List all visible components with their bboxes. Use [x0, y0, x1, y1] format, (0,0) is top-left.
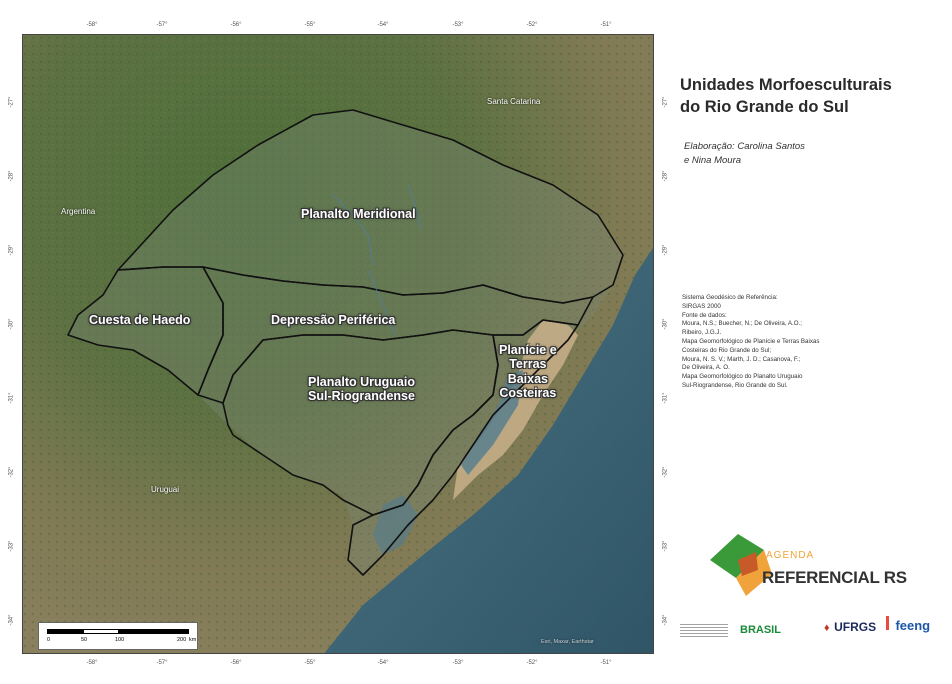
scale-segment: [47, 629, 83, 634]
tick-bottom: -58°: [86, 660, 98, 666]
credit-line: Mapa Geomorfológico de Planície e Terras…: [682, 337, 820, 345]
place-label-argentina: Argentina: [61, 207, 96, 216]
tick-top: -56°: [230, 22, 242, 28]
place-label-uruguai: Uruguai: [151, 485, 180, 494]
map-author: Elaboração: Carolina Santos e Nina Moura: [684, 140, 944, 168]
region-label-line: Planalto Uruguaio: [308, 375, 415, 389]
agenda-referencial-logo: AGENDA REFERENCIAL RS: [708, 530, 938, 602]
credit-line: Costeiras do Rio Grande do Sul;: [682, 346, 772, 354]
tick-right: -33°: [662, 540, 669, 552]
map-canvas[interactable]: [23, 35, 654, 654]
agenda-logo-mark: [710, 534, 772, 596]
map-title-line2: do Rio Grande do Sul: [680, 98, 849, 117]
tick-top: -54°: [377, 22, 389, 28]
lagoa-dos-patos: [461, 370, 523, 475]
tick-left: -29°: [8, 244, 15, 256]
region-label-line: Terras: [509, 357, 547, 372]
basemap-credit: Esri, Maxar, Earthstar: [541, 639, 594, 645]
credit-line: Ribeiro, J.G.J.: [682, 329, 722, 337]
tick-top: -55°: [304, 22, 316, 28]
tick-right: -34°: [662, 614, 669, 626]
tick-right: -30°: [662, 318, 669, 330]
tick-left: -32°: [8, 466, 15, 478]
tick-bottom: -51°: [600, 660, 612, 666]
region-label-planalto-meridional: Planalto Meridional: [301, 207, 416, 221]
map-title: Unidades Morfoesculturais do Rio Grande …: [680, 74, 950, 119]
map-credits: Sistema Geodésico de Referência: SIRGAS …: [682, 294, 944, 391]
feeng-bar-icon: [886, 616, 889, 630]
agenda-word: REFERENCIAL: [762, 568, 880, 587]
scale-segment: [119, 629, 189, 634]
tick-left: -31°: [8, 392, 15, 404]
unit-boundaries: [67, 109, 624, 576]
ufrgs-flame-icon: ♦: [824, 622, 830, 634]
tick-top: -57°: [156, 22, 168, 28]
place-label-santa-catarina: Santa Catarina: [487, 97, 541, 106]
tick-right: -27°: [662, 96, 669, 108]
tick-top: -51°: [600, 22, 612, 28]
government-logo: [680, 624, 728, 638]
ocean: [324, 248, 653, 653]
credit-line: Sul-Riograndense, Rio Grande do Sul.: [682, 381, 788, 389]
credit-line: De Oliveira, A. O.: [682, 364, 730, 372]
author-line2: e Nina Moura: [684, 154, 742, 166]
tick-right: -28°: [662, 170, 669, 182]
tick-bottom: -53°: [452, 660, 464, 666]
tick-bottom: -54°: [377, 660, 389, 666]
tick-right: -32°: [662, 466, 669, 478]
scale-bar: 0 50 100 200 km: [38, 622, 198, 650]
map-frame[interactable]: Planalto Meridional Cuesta de Haedo Depr…: [22, 34, 654, 654]
agenda-small-text: AGENDA: [766, 550, 815, 561]
agenda-rs: RS: [883, 568, 907, 587]
tick-bottom: -52°: [526, 660, 538, 666]
region-label-line: Planície e: [499, 343, 557, 357]
credit-line: Mapa Geomorfológico do Planalto Uruguaio: [682, 373, 803, 381]
region-label-depressao-periferica: Depressão Periférica: [271, 313, 396, 327]
tick-right: -29°: [662, 244, 669, 256]
scale-label: 50: [81, 637, 88, 643]
tick-top: -52°: [526, 22, 538, 28]
scale-label: 0: [47, 637, 51, 643]
region-label-cuesta-de-haedo: Cuesta de Haedo: [89, 313, 191, 327]
region-label-planalto-uruguaio: Planalto Uruguaio Sul-Riograndense: [308, 375, 415, 404]
rs-territory-tint: [68, 110, 623, 575]
region-label-line: Baixas: [507, 371, 548, 386]
tick-left: -30°: [8, 318, 15, 330]
feeng-text: feeng: [895, 618, 931, 633]
tick-bottom: -57°: [156, 660, 168, 666]
credit-line: Sistema Geodésico de Referência:: [682, 294, 778, 301]
scale-label: 100: [115, 637, 125, 643]
tick-bottom: -56°: [230, 660, 242, 666]
rivers: [332, 184, 422, 336]
scale-unit: km: [189, 637, 197, 643]
credit-line: Fonte de dados:: [682, 311, 727, 319]
tick-left: -33°: [8, 540, 15, 552]
ufrgs-text: UFRGS: [834, 620, 877, 634]
map-title-line1: Unidades Morfoesculturais: [680, 76, 892, 94]
tick-left: -34°: [8, 614, 15, 626]
tick-top: -53°: [452, 22, 464, 28]
agenda-big-text: REFERENCIAL RS: [762, 568, 907, 588]
region-label-planicie-costeira: Planície e Terras Baixas Costeiras: [499, 343, 557, 401]
credit-line: Moura, N.S.; Buecher, N.; De Oliveira, A…: [682, 320, 803, 328]
tick-top: -58°: [86, 22, 98, 28]
partner-logos: BRASIL ♦ UFRGS feeng: [680, 612, 950, 642]
lagoa-mirim: [373, 495, 418, 555]
brasil-logo: BRASIL: [740, 620, 781, 638]
scale-segment: [83, 629, 119, 634]
author-line1: Elaboração: Carolina Santos: [684, 141, 805, 152]
tick-right: -31°: [662, 392, 669, 404]
credit-line: SIRGAS 2000: [682, 302, 721, 310]
ufrgs-logo: ♦ UFRGS: [824, 618, 876, 636]
region-label-line: Costeiras: [499, 386, 557, 401]
tick-bottom: -55°: [304, 660, 316, 666]
tick-left: -27°: [8, 96, 15, 108]
scale-label: 200: [177, 637, 187, 643]
region-label-line: Sul-Riograndense: [308, 389, 415, 404]
credit-line: Moura, N. S. V.; Marth, J. D.; Casanova,…: [682, 355, 801, 363]
tick-left: -28°: [8, 170, 15, 182]
feeng-logo: feeng: [886, 616, 930, 635]
brasil-text: BRASIL: [740, 624, 781, 636]
